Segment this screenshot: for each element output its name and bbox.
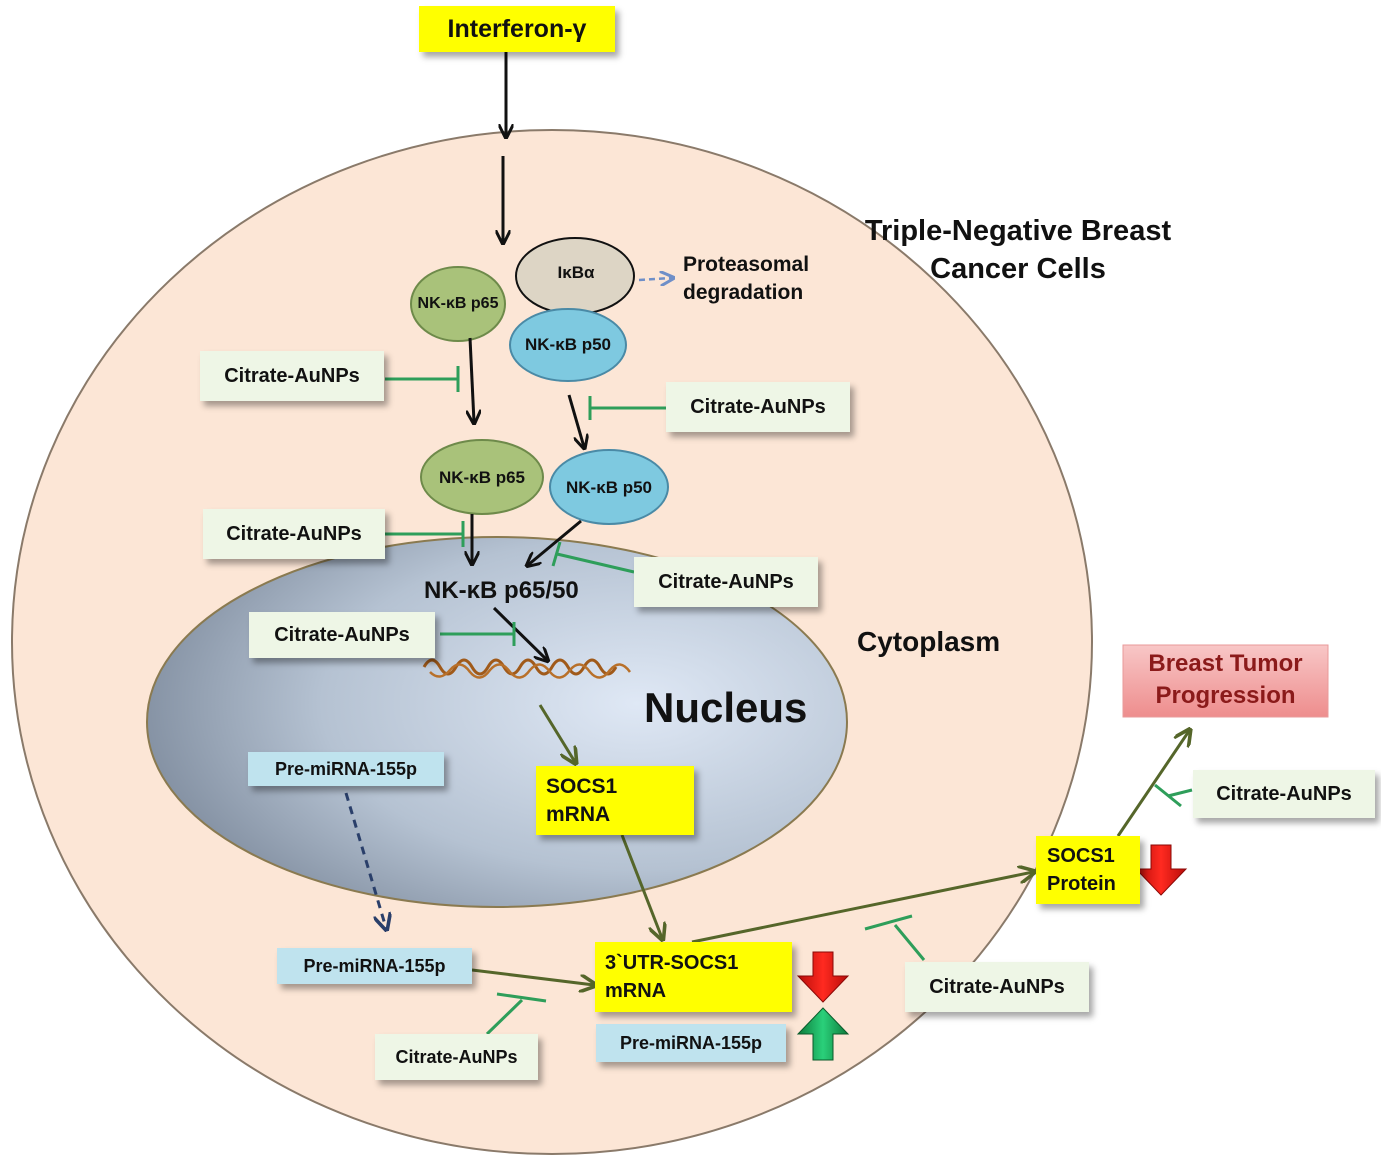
inhibition-lines: [385, 366, 1193, 1036]
breast-tumor-label: Breast Tumor Progression: [1148, 650, 1303, 709]
citrate-aunps-box-1: Citrate-AuNPs: [200, 351, 384, 401]
translation-arrow: [691, 872, 1033, 944]
socs1-mrna-box: SOCS1 mRNA: [536, 766, 694, 835]
export-arrow: [620, 834, 662, 938]
p65-oval-bottom: [420, 439, 544, 515]
p65-oval-top: [410, 266, 506, 342]
breast-tumor-box-bg: [1122, 644, 1329, 718]
citrate-aunps-box-3: Citrate-AuNPs: [203, 509, 385, 559]
citrate-aunps-box-2: Citrate-AuNPs: [666, 382, 850, 432]
pre-mirna-box-nucleus: Pre-miRNA-155p: [248, 752, 444, 786]
citrate-aunps-box-7: Citrate-AuNPs: [905, 962, 1089, 1012]
p65-label-bottom: NK-κB p65: [439, 468, 525, 487]
inhibit-6: [1167, 788, 1193, 798]
cell-title: Triple-Negative Breast Cancer Cells: [864, 215, 1172, 285]
cytoplasm-label: Cytoplasm: [857, 626, 1001, 657]
p65-50-dimer-label: NK-κB p65/50: [424, 577, 579, 604]
p50-label-bottom: NK-κB p50: [566, 478, 652, 497]
mirna-export-arrow: [344, 792, 386, 928]
transcription-arrow: [538, 704, 575, 762]
interferon-gamma-box: Interferon-γ: [419, 6, 615, 52]
interferon-gamma-label: Interferon-γ: [447, 14, 587, 43]
p50-translocation-arrow: [567, 394, 584, 447]
citrate-aunps-box-5: Citrate-AuNPs: [249, 612, 435, 658]
progression-arrow: [1116, 731, 1189, 837]
citrate-aunps-box-8: Citrate-AuNPs: [375, 1034, 538, 1080]
p65-label-top: NK-κB p65: [417, 295, 499, 312]
citrate-aunps-box-6: Citrate-AuNPs: [1193, 770, 1375, 818]
proteasomal-label: Proteasomal degradation: [683, 253, 810, 304]
inhibit-7-bar: [864, 914, 913, 931]
inhibit-8-bar: [496, 992, 547, 1003]
inhibit-8: [485, 998, 524, 1036]
p65-translocation-arrow: [470, 337, 474, 422]
mirna-up-arrow-icon: [796, 1007, 850, 1061]
protein-down-arrow-icon: [1134, 844, 1188, 896]
utr-socs1-mrna-box: 3`UTR-SOCS1 mRNA: [595, 942, 792, 1012]
p50-oval-top: [509, 308, 627, 382]
ikba-label: IκBα: [557, 263, 595, 282]
inhibit-6-bar: [1154, 783, 1182, 808]
pre-mirna-box-bound: Pre-miRNA-155p: [596, 1024, 786, 1062]
mirna-binding-arrow: [471, 968, 594, 985]
inhibit-4-bar: [551, 541, 562, 567]
proteasomal-arrow: [638, 278, 672, 280]
citrate-aunps-box-4: Citrate-AuNPs: [634, 557, 818, 607]
p50-dimer-arrow: [528, 519, 582, 565]
nucleus-label: Nucleus: [644, 684, 808, 731]
p50-oval-bottom: [549, 449, 669, 525]
inhibit-4: [556, 552, 635, 574]
mrna-down-arrow-icon: [796, 951, 850, 1003]
inhibit-7: [893, 924, 926, 961]
p50-label-top: NK-κB p50: [525, 335, 611, 354]
dna-strand-2: [429, 663, 632, 679]
pre-mirna-box-cytoplasm: Pre-miRNA-155p: [277, 948, 472, 984]
socs1-protein-box: SOCS1 Protein: [1036, 836, 1140, 904]
dna-binding-arrow: [492, 606, 547, 660]
